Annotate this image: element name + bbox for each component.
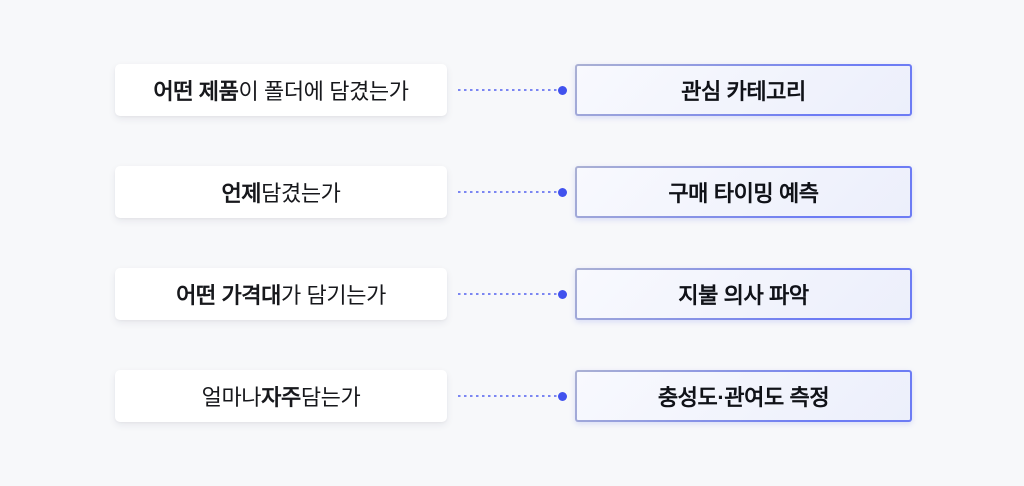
dotted-connector bbox=[447, 268, 575, 320]
question-text-bold: 언제 bbox=[221, 181, 262, 206]
question-text-regular: 이 폴더에 담겼는가 bbox=[238, 79, 409, 104]
dotted-line bbox=[458, 293, 557, 295]
answer-box: 충성도·관여도 측정 bbox=[575, 370, 912, 422]
answer-box: 관심 카테고리 bbox=[575, 64, 912, 116]
mapping-row: 언제 담겼는가 구매 타이밍 예측 bbox=[115, 166, 1024, 218]
dotted-line bbox=[458, 89, 557, 91]
question-text-regular: 담겼는가 bbox=[261, 181, 341, 206]
mapping-row: 얼마나 자주 담는가 충성도·관여도 측정 bbox=[115, 370, 1024, 422]
dotted-line bbox=[458, 191, 557, 193]
dotted-connector bbox=[447, 166, 575, 218]
answer-label: 관심 카테고리 bbox=[681, 79, 806, 104]
question-text-regular: 담는가 bbox=[300, 385, 361, 410]
answer-box: 구매 타이밍 예측 bbox=[575, 166, 912, 218]
answer-label: 충성도·관여도 측정 bbox=[657, 385, 830, 410]
question-box: 언제 담겼는가 bbox=[115, 166, 447, 218]
question-text-bold: 어떤 제품 bbox=[153, 79, 239, 104]
connector-dot-icon bbox=[558, 289, 567, 299]
connector-dot-icon bbox=[558, 187, 567, 197]
question-text-regular: 얼마나 bbox=[201, 385, 262, 410]
answer-box: 지불 의사 파악 bbox=[575, 268, 912, 320]
dotted-line bbox=[458, 395, 557, 397]
question-text-bold: 어떤 가격대 bbox=[176, 283, 281, 308]
question-text-bold: 자주 bbox=[261, 385, 301, 410]
connector-dot-icon bbox=[558, 85, 567, 95]
question-box: 얼마나 자주 담는가 bbox=[115, 370, 447, 422]
question-text-regular: 가 담기는가 bbox=[281, 283, 386, 308]
dotted-connector bbox=[447, 370, 575, 422]
answer-label: 지불 의사 파악 bbox=[678, 283, 809, 308]
connector-dot-icon bbox=[558, 391, 567, 401]
dotted-connector bbox=[447, 64, 575, 116]
answer-label: 구매 타이밍 예측 bbox=[668, 181, 819, 206]
